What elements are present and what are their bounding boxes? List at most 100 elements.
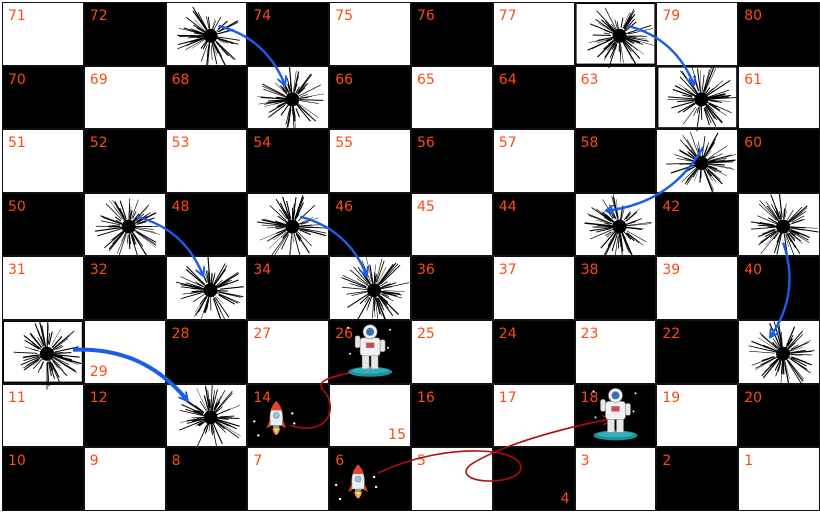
slide-arrow bbox=[771, 242, 791, 336]
board-cell-16: 16 bbox=[411, 383, 493, 448]
cell-number: 66 bbox=[335, 71, 354, 88]
board-cell-80: 80 bbox=[738, 2, 820, 66]
cell-number: 46 bbox=[335, 198, 354, 215]
board-cell-69: 69 bbox=[83, 65, 166, 130]
cell-number: 39 bbox=[662, 262, 681, 279]
rocket-path bbox=[377, 419, 609, 482]
board-cell-71: 71 bbox=[2, 2, 84, 66]
piece-layer bbox=[253, 324, 638, 501]
board-cell-5: 5 bbox=[411, 447, 493, 511]
board-cell-45: 45 bbox=[411, 192, 493, 257]
board-cell-24: 24 bbox=[492, 320, 575, 384]
crack-icon bbox=[4, 319, 82, 390]
board-cell-39: 39 bbox=[656, 256, 739, 320]
cell-number: 38 bbox=[580, 262, 599, 279]
cell-number: 2 bbox=[662, 453, 672, 470]
astronaut-icon bbox=[347, 324, 393, 377]
board-cell-12: 12 bbox=[83, 383, 166, 448]
rocket-icon bbox=[253, 400, 296, 437]
cell-number: 53 bbox=[171, 135, 190, 152]
board-cell-42: 42 bbox=[656, 192, 739, 257]
cell-number: 44 bbox=[498, 198, 517, 215]
crack-icon bbox=[331, 255, 410, 322]
board-cell-46: 46 bbox=[329, 192, 411, 257]
cell-number: 28 bbox=[171, 326, 190, 342]
cell-number: 60 bbox=[744, 135, 763, 152]
board-cell-34: 34 bbox=[247, 256, 330, 320]
cell-number: 22 bbox=[662, 326, 681, 342]
board-cell-72: 72 bbox=[83, 2, 166, 66]
board-cell-37: 37 bbox=[492, 256, 575, 320]
cell-number: 61 bbox=[744, 71, 763, 88]
cell-number: 12 bbox=[89, 389, 108, 406]
board-cell-38: 38 bbox=[574, 256, 657, 320]
board-cell-1: 1 bbox=[738, 447, 820, 511]
board-cell-23: 23 bbox=[574, 320, 657, 384]
crack-icon bbox=[740, 193, 819, 261]
cell-number: 50 bbox=[8, 198, 26, 215]
crack-icon bbox=[658, 131, 737, 196]
cell-number: 55 bbox=[335, 135, 354, 152]
cell-number: 5 bbox=[417, 453, 426, 470]
cell-number: 37 bbox=[498, 262, 517, 279]
cell-number: 11 bbox=[8, 389, 26, 406]
cell-number: 26 bbox=[335, 326, 354, 342]
cell-number: 8 bbox=[171, 453, 181, 470]
board-cell-50: 50 bbox=[2, 192, 84, 257]
cell-number: 6 bbox=[335, 453, 345, 470]
cell-number: 45 bbox=[417, 198, 435, 215]
cell-number: 72 bbox=[89, 8, 108, 24]
cell-number: 7 bbox=[253, 453, 263, 470]
board-cell-53: 53 bbox=[165, 129, 248, 193]
cell-number: 57 bbox=[498, 135, 517, 152]
board-cell-44: 44 bbox=[492, 192, 575, 257]
board-cell-61: 61 bbox=[738, 65, 820, 130]
board-cell-25: 25 bbox=[411, 320, 493, 384]
cell-number: 9 bbox=[89, 453, 99, 470]
board-cell-19: 19 bbox=[656, 383, 739, 448]
astronaut-icon bbox=[592, 388, 638, 441]
board-cell-22: 22 bbox=[656, 320, 739, 384]
cell-number: 52 bbox=[89, 135, 108, 152]
board-cell-75: 75 bbox=[329, 2, 411, 66]
crack-icon bbox=[249, 64, 328, 135]
cell-number: 36 bbox=[417, 262, 435, 279]
cell-number: 15 bbox=[388, 427, 406, 444]
crack-icon bbox=[576, 4, 655, 69]
board-cell-65: 65 bbox=[411, 65, 493, 130]
cell-number: 56 bbox=[417, 135, 435, 152]
cell-number: 23 bbox=[580, 326, 599, 342]
cell-number: 75 bbox=[335, 8, 354, 24]
crack-icon bbox=[658, 65, 737, 132]
slide-arrow bbox=[136, 215, 203, 275]
cell-number: 25 bbox=[417, 326, 435, 342]
cell-number: 48 bbox=[171, 198, 190, 215]
rocket-icon bbox=[334, 464, 378, 501]
board-cell-58: 58 bbox=[574, 129, 657, 193]
board-cell-28: 28 bbox=[165, 320, 248, 384]
board-cell-11: 11 bbox=[2, 383, 84, 448]
board-cell-10: 10 bbox=[2, 447, 84, 511]
board-cell-68: 68 bbox=[165, 65, 248, 130]
board-cell-8: 8 bbox=[165, 447, 248, 511]
cell-number: 79 bbox=[662, 8, 681, 24]
cell-number: 18 bbox=[580, 389, 599, 406]
board-cell-76: 76 bbox=[411, 2, 493, 66]
cell-number: 3 bbox=[580, 453, 590, 470]
cell-number: 42 bbox=[662, 198, 681, 215]
cell-number: 69 bbox=[89, 71, 108, 88]
board-cell-20: 20 bbox=[738, 383, 820, 448]
slide-arrow bbox=[72, 347, 187, 400]
cell-number: 76 bbox=[417, 8, 435, 24]
cell-number: 64 bbox=[498, 71, 517, 88]
slide-arrow bbox=[627, 24, 694, 84]
board-cell-48: 48 bbox=[165, 192, 248, 257]
board-cell-66: 66 bbox=[329, 65, 411, 130]
cell-number: 68 bbox=[171, 71, 190, 88]
cell-number: 27 bbox=[253, 326, 272, 342]
board-cell-74: 74 bbox=[247, 2, 330, 66]
crack-icon bbox=[740, 321, 818, 390]
arrow-layer bbox=[72, 24, 791, 482]
board-cell-6: 6 bbox=[329, 447, 411, 511]
cell-number: 40 bbox=[744, 262, 763, 279]
